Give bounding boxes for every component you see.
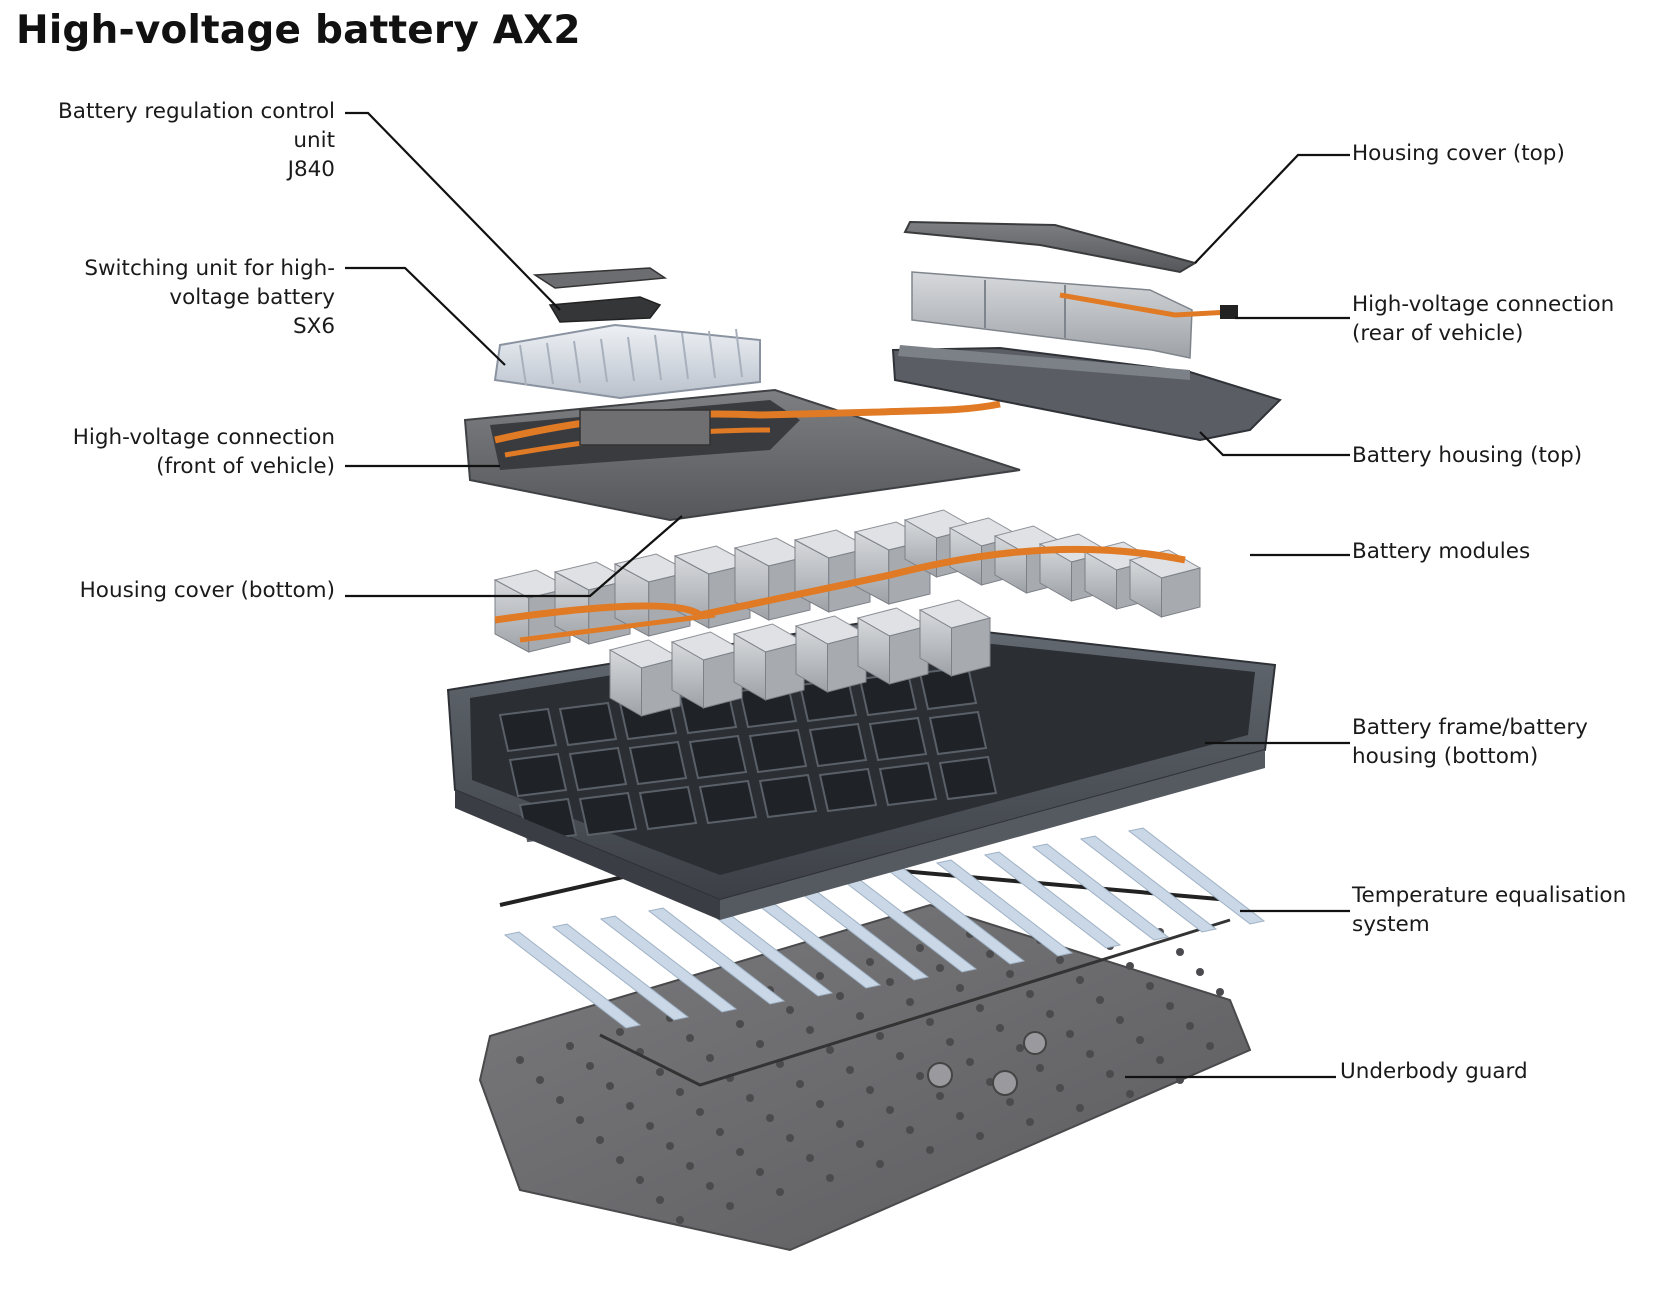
label-temperature-equalisation: Temperature equalisation system (1352, 881, 1626, 939)
label-battery-frame: Battery frame/battery housing (bottom) (1352, 713, 1588, 771)
label-housing-cover-bottom: Housing cover (bottom) (80, 576, 335, 605)
label-battery-housing-top: Battery housing (top) (1352, 441, 1582, 470)
label-line: (rear of vehicle) (1352, 321, 1524, 346)
hv-connection-front (494, 400, 1001, 458)
label-switching-unit: Switching unit for high- voltage battery… (84, 254, 335, 341)
switching-unit-sx6 (493, 323, 761, 400)
label-line: High-voltage connection (1352, 292, 1615, 317)
underbody-guard (478, 903, 1252, 1252)
label-line: system (1352, 912, 1430, 937)
label-hv-connection-front: High-voltage connection (front of vehicl… (73, 423, 335, 481)
leader-lines (345, 111, 1350, 1079)
label-line: Battery frame/battery (1352, 715, 1588, 740)
label-line: J840 (287, 157, 335, 182)
label-line: Battery modules (1352, 539, 1531, 564)
label-line: Housing cover (top) (1352, 141, 1565, 166)
label-line: Switching unit for high- (84, 256, 335, 281)
label-line: housing (bottom) (1352, 744, 1539, 769)
label-line: High-voltage connection (72, 425, 335, 450)
label-hv-connection-rear: High-voltage connection (rear of vehicle… (1352, 290, 1614, 348)
battery-housing-top (891, 345, 1282, 442)
label-line: voltage battery (169, 285, 335, 310)
label-battery-modules: Battery modules (1352, 537, 1530, 566)
housing-cover-top (903, 220, 1198, 274)
control-unit-j840 (532, 267, 668, 323)
upper-modules (911, 271, 1193, 359)
label-line: Housing cover (bottom) (79, 578, 335, 603)
label-line: unit (293, 128, 335, 153)
label-housing-cover-top: Housing cover (top) (1352, 139, 1565, 168)
label-line: Battery regulation control (58, 99, 335, 124)
label-line: (front of vehicle) (156, 454, 335, 479)
label-line: SX6 (292, 314, 335, 339)
hv-connection-rear (1059, 292, 1238, 319)
temperature-equalisation-system (499, 827, 1266, 1087)
page-title: High-voltage battery AX2 (16, 8, 581, 53)
label-line: Temperature equalisation (1352, 883, 1627, 908)
label-line: Underbody guard (1340, 1059, 1528, 1084)
label-line: Battery housing (top) (1352, 443, 1583, 468)
label-underbody-guard: Underbody guard (1340, 1057, 1528, 1086)
battery-modules (493, 509, 1202, 717)
label-battery-regulation-control-unit: Battery regulation control unit J840 (58, 97, 335, 184)
